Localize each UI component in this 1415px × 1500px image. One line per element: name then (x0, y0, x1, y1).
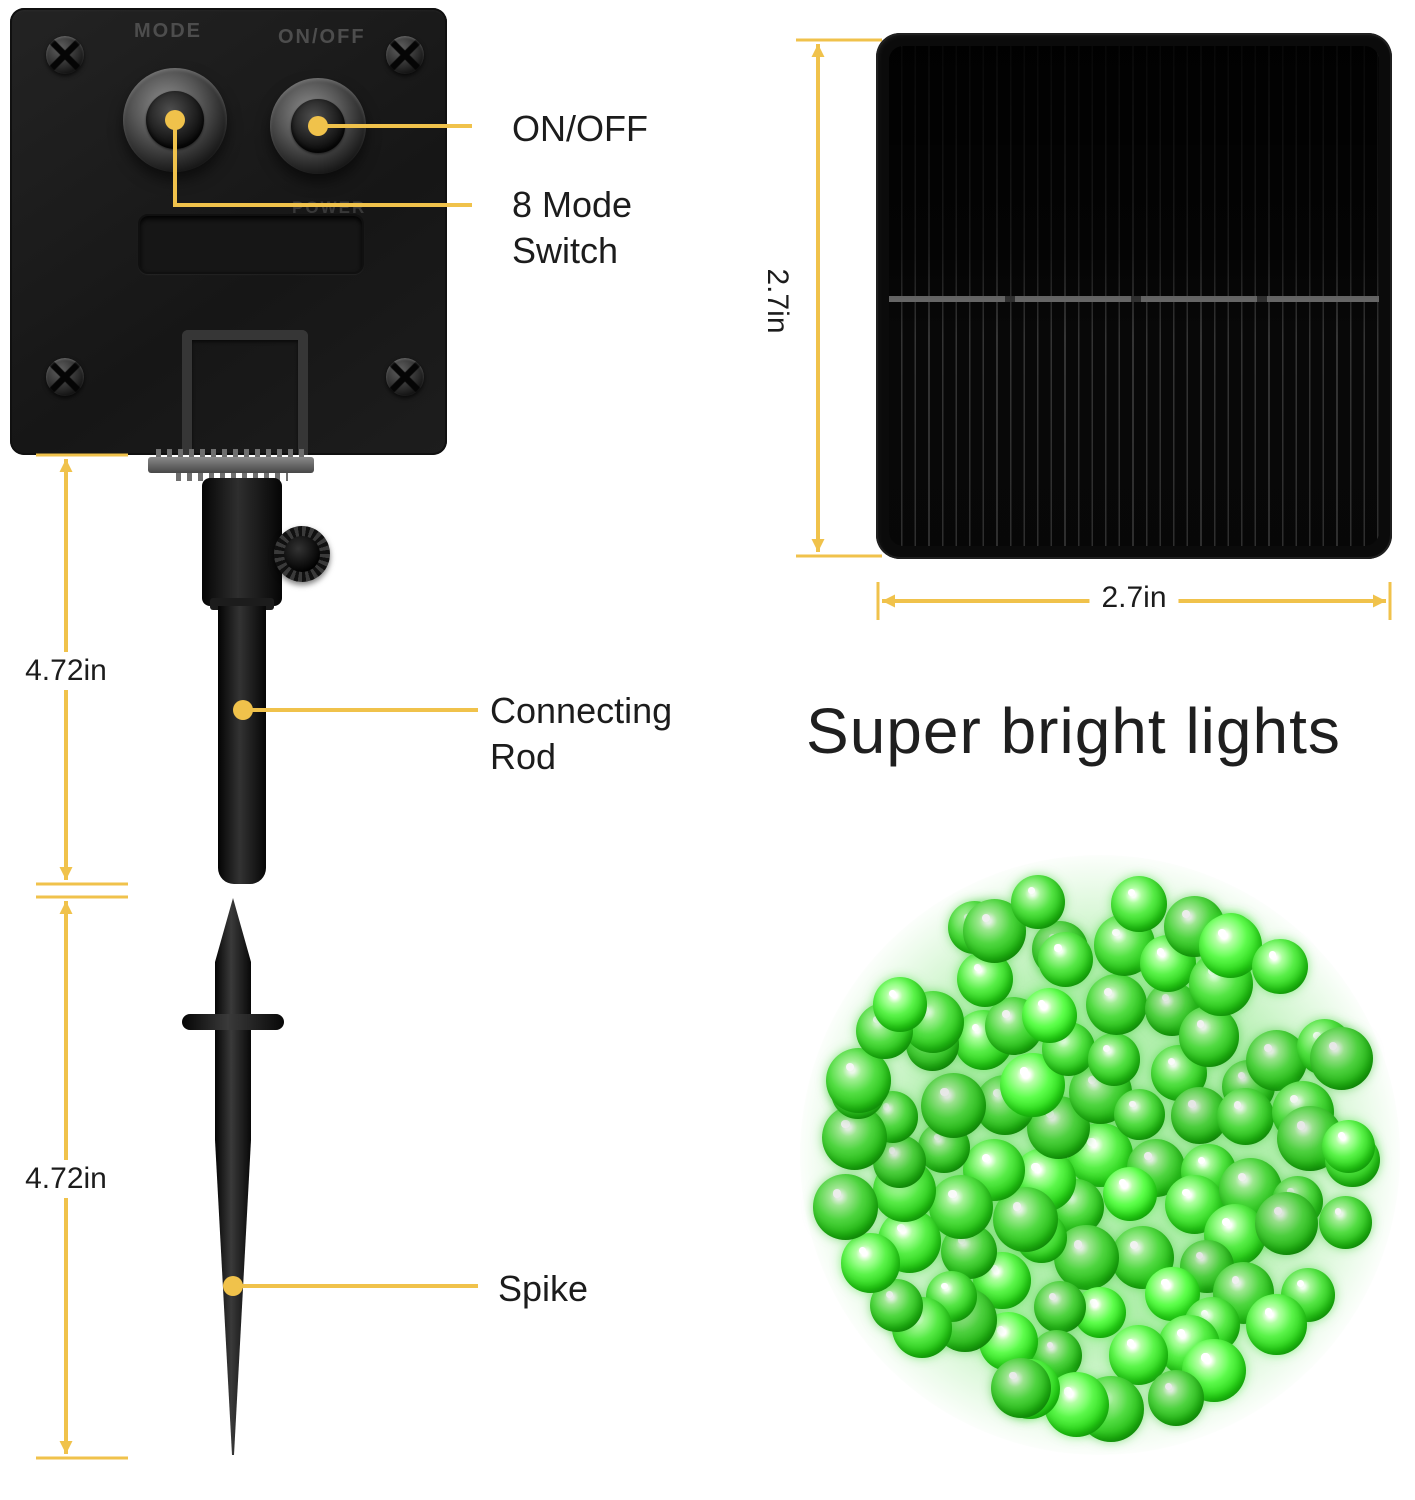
solar-panel-reflection (889, 46, 1379, 546)
thumbscrew-knob[interactable] (274, 526, 330, 582)
onoff-knob[interactable] (270, 78, 366, 174)
led-bulb (813, 1174, 879, 1240)
device-onoff-label: ON/OFF (278, 26, 366, 48)
rod-joint (202, 478, 282, 606)
led-bulb (1254, 1192, 1318, 1256)
bracket-teeth (156, 449, 306, 459)
callout-spike-label: Spike (498, 1268, 589, 1309)
screw-icon (386, 358, 424, 396)
battery-cover (138, 214, 364, 274)
led-bulb (1087, 1033, 1140, 1086)
led-bulb (1246, 1294, 1307, 1355)
callout-mode-switch-label: 8 Mode Switch (512, 184, 633, 272)
led-bulb (926, 1271, 977, 1322)
device-mode-label: MODE (134, 20, 202, 42)
led-bulb (1318, 1195, 1372, 1249)
callout-onoff-label: ON/OFF (512, 108, 648, 149)
mounting-bracket (148, 457, 314, 473)
led-bulb (1198, 914, 1262, 978)
device-back-panel: MODE ON/OFF POWER (10, 8, 447, 455)
spike-crossbar (182, 1014, 284, 1030)
led-ball (800, 855, 1400, 1455)
screw-icon (386, 36, 424, 74)
ground-spike (182, 898, 284, 1455)
led-bulb (1033, 1281, 1086, 1334)
led-bulb (928, 1174, 994, 1240)
onoff-knob-cap (291, 99, 345, 153)
rod-length-label: 4.72in (19, 652, 113, 690)
led-bulb (872, 977, 928, 1032)
screw-icon (46, 358, 84, 396)
led-bulb (1037, 931, 1094, 988)
led-bulb (1011, 874, 1066, 929)
led-bulb (1147, 1370, 1205, 1427)
led-bulb (1309, 1027, 1373, 1091)
led-bulb (1085, 974, 1147, 1036)
mode-knob-cap (145, 90, 205, 150)
led-bulb (840, 1232, 901, 1293)
led-bulb (1111, 875, 1168, 932)
mode-knob[interactable] (123, 68, 227, 172)
led-bulb (1252, 938, 1308, 995)
spike-length-label: 4.72in (19, 1160, 113, 1198)
led-bulb (1021, 987, 1077, 1043)
led-bulb (872, 1135, 926, 1189)
panel-height-label: 2.7in (761, 268, 794, 334)
solar-panel (876, 33, 1392, 559)
led-bulb (1216, 1088, 1274, 1146)
led-bulb (1102, 1166, 1158, 1222)
led-bulb (920, 1072, 986, 1138)
connecting-rod (218, 606, 266, 884)
panel-width-label: 2.7in (1089, 581, 1179, 615)
spike-shaft (215, 898, 251, 1455)
screw-icon (46, 36, 84, 74)
led-bulb (1322, 1119, 1376, 1173)
mounting-clip (182, 330, 308, 455)
callout-connecting-rod-label: Connecting Rod (490, 690, 673, 778)
headline: Super bright lights (806, 695, 1341, 767)
led-bulb (991, 1357, 1052, 1418)
solar-cells (889, 46, 1379, 546)
led-bulb (1178, 1006, 1239, 1067)
led-bulb (1114, 1089, 1166, 1140)
bracket-teeth (176, 473, 288, 481)
